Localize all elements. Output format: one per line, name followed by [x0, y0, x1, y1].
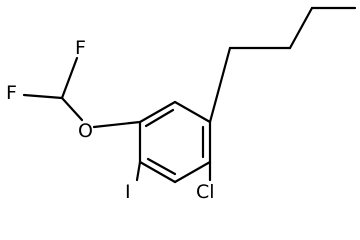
- bond-butyl-3: [288, 6, 314, 50]
- ring-double-bond-inner-c1-c2: [146, 157, 177, 176]
- atom-label-oxygen: O: [78, 120, 93, 142]
- atom-label-fluorine-left: F: [6, 82, 17, 104]
- atom-label-iodine: I: [125, 181, 131, 203]
- structure-canvas: F F O I Cl: [6, 6, 357, 203]
- bond-oxygen-chf2: [60, 96, 84, 122]
- ring-bond-c2-c3: [173, 160, 212, 184]
- bond-chf2-fluorine-left: [22, 93, 64, 100]
- bond-c6-oxygen: [92, 120, 142, 129]
- molecule-diagram: F F O I Cl: [6, 6, 357, 203]
- atom-label-chlorine: Cl: [196, 181, 215, 203]
- ring-double-bond-inner-c5-c6: [144, 108, 175, 128]
- ring-bond-c4-c5: [173, 100, 212, 124]
- ring-bond-c5-c6: [138, 100, 177, 124]
- bond-chf2-fluorine-top: [60, 56, 79, 100]
- bond-c1-iodine: [135, 160, 142, 182]
- ring-bond-c1-c2: [138, 160, 177, 184]
- atom-label-fluorine-top: F: [75, 37, 86, 59]
- bond-butyl-1: [208, 46, 232, 124]
